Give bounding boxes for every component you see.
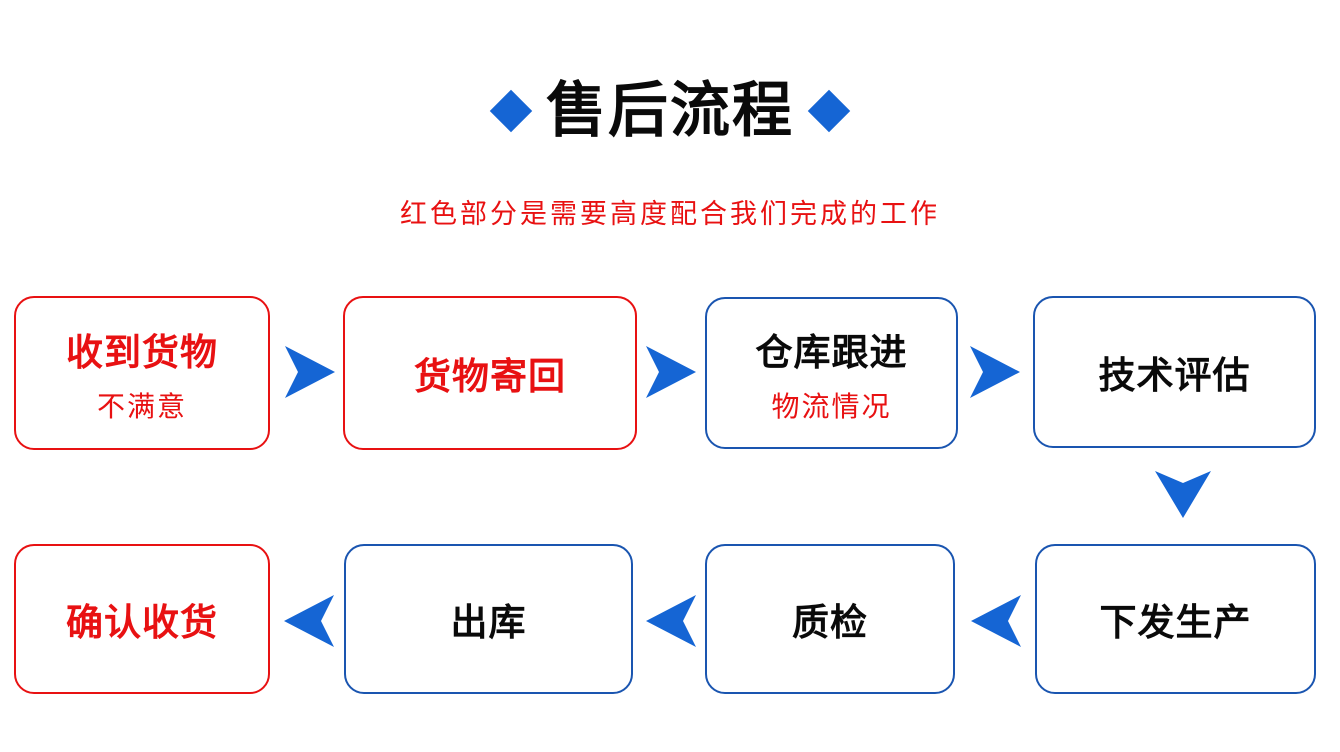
flow-step-title: 技术评估 (1098, 355, 1251, 396)
flow-step-title: 质检 (792, 602, 868, 643)
flow-step-title: 货物寄回 (414, 356, 566, 397)
page-subtitle: 红色部分是需要高度配合我们完成的工作 (400, 199, 940, 229)
diamond-icon-left (489, 89, 533, 133)
flow-step-title: 确认收货 (66, 602, 218, 643)
flow-step-return-goods: 货物寄回 (343, 296, 637, 450)
arrow-right-icon (970, 346, 1020, 398)
flow-step-warehouse-follow-up: 仓库跟进 物流情况 (705, 297, 958, 449)
flow-step-outbound: 出库 (344, 544, 633, 694)
flow-step-title: 出库 (450, 602, 527, 643)
flow-step-subtitle: 不满意 (96, 390, 187, 422)
flow-step-quality-inspection: 质检 (705, 544, 955, 694)
arrow-left-icon (646, 595, 696, 647)
page-title: 售后流程 (546, 77, 794, 144)
flow-step-confirm-receipt: 确认收货 (14, 544, 270, 694)
flow-step-subtitle: 物流情况 (771, 390, 892, 422)
diamond-icon-right (807, 89, 851, 133)
arrow-left-icon (971, 595, 1021, 647)
flow-step-title: 收到货物 (66, 331, 218, 373)
arrow-right-icon (285, 346, 335, 398)
flow-step-receive-goods: 收到货物 不满意 (14, 296, 270, 450)
flow-step-title: 仓库跟进 (755, 331, 908, 373)
page-header: 售后流程 (0, 78, 1340, 144)
arrow-right-icon (646, 346, 696, 398)
flow-step-issue-production: 下发生产 (1035, 544, 1316, 694)
flow-step-technical-evaluation: 技术评估 (1033, 296, 1316, 448)
arrow-left-icon (284, 595, 334, 647)
arrow-down-icon (1155, 471, 1211, 518)
flow-step-title: 下发生产 (1099, 602, 1252, 643)
